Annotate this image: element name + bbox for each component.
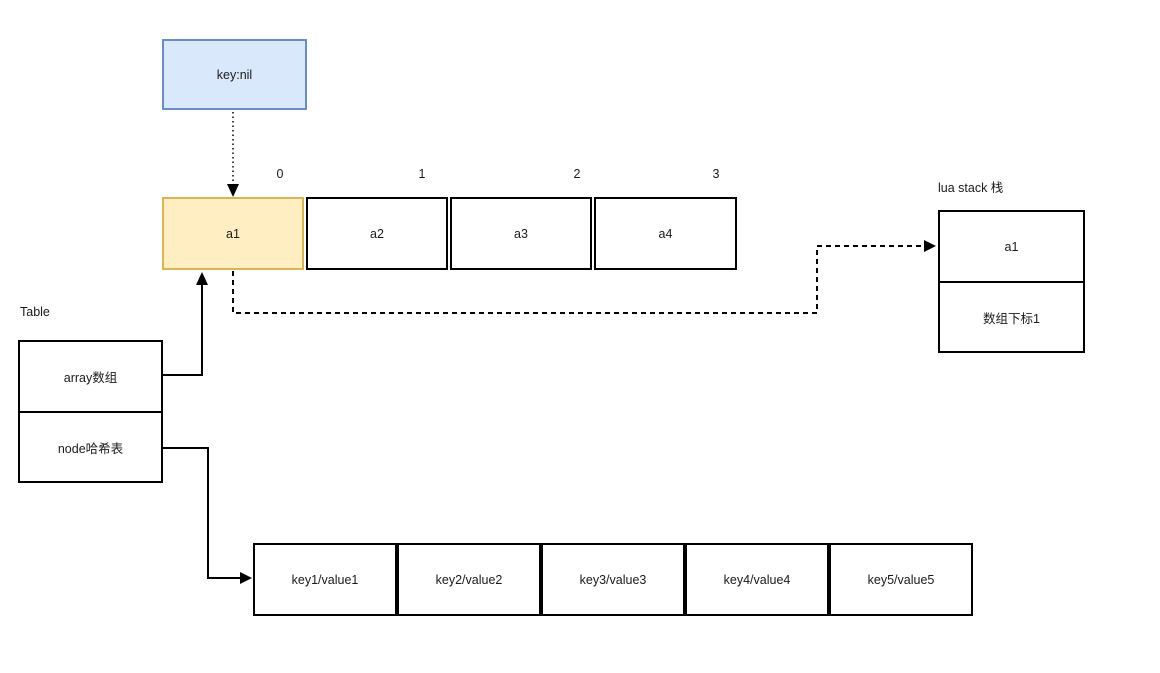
hash-cell-3-label: key3/value3 [579, 572, 647, 587]
lua-stack-cell-a1: a1 [938, 210, 1085, 283]
array-cell-a4: a4 [594, 197, 737, 270]
hash-cell-2: key2/value2 [397, 543, 541, 616]
array-index-3: 3 [712, 167, 720, 181]
table-title: Table [20, 305, 50, 319]
array-index-1: 1 [418, 167, 426, 181]
array-cell-a3: a3 [450, 197, 592, 270]
hash-cell-4-label: key4/value4 [723, 572, 791, 587]
array-cell-a2: a2 [306, 197, 448, 270]
hash-cell-3: key3/value3 [541, 543, 685, 616]
table-cell-node: node哈希表 [18, 411, 163, 483]
array-cell-a1: a1 [162, 197, 304, 270]
hash-cell-1: key1/value1 [253, 543, 397, 616]
hash-cell-4: key4/value4 [685, 543, 829, 616]
hash-cell-1-label: key1/value1 [291, 572, 359, 587]
array-cell-a2-label: a2 [370, 226, 384, 241]
array-cell-a3-label: a3 [514, 226, 528, 241]
array-index-2: 2 [573, 167, 581, 181]
array-index-0: 0 [276, 167, 284, 181]
arrow-hashpart-to-hashrow [163, 447, 252, 584]
arrow-arraypart-to-a1 [163, 272, 208, 376]
arrow-keynil-to-a1 [227, 112, 239, 197]
lua-stack-cell-index-label: 数组下标1 [983, 311, 1040, 326]
lua-stack-title: lua stack 栈 [938, 181, 1004, 195]
hash-cell-5-label: key5/value5 [867, 572, 935, 587]
lua-stack-cell-a1-label: a1 [1004, 239, 1019, 254]
key-nil-label: key:nil [216, 67, 253, 82]
table-cell-node-label: node哈希表 [57, 441, 124, 456]
hash-cell-5: key5/value5 [829, 543, 973, 616]
table-cell-array-label: array数组 [63, 371, 118, 385]
table-cell-array: array数组 [18, 340, 163, 413]
array-cell-a4-label: a4 [658, 226, 673, 241]
array-cell-a1-label: a1 [226, 226, 240, 241]
hash-cell-2-label: key2/value2 [435, 572, 503, 587]
lua-stack-cell-index: 数组下标1 [938, 281, 1085, 353]
key-nil-box: key:nil [162, 39, 307, 110]
